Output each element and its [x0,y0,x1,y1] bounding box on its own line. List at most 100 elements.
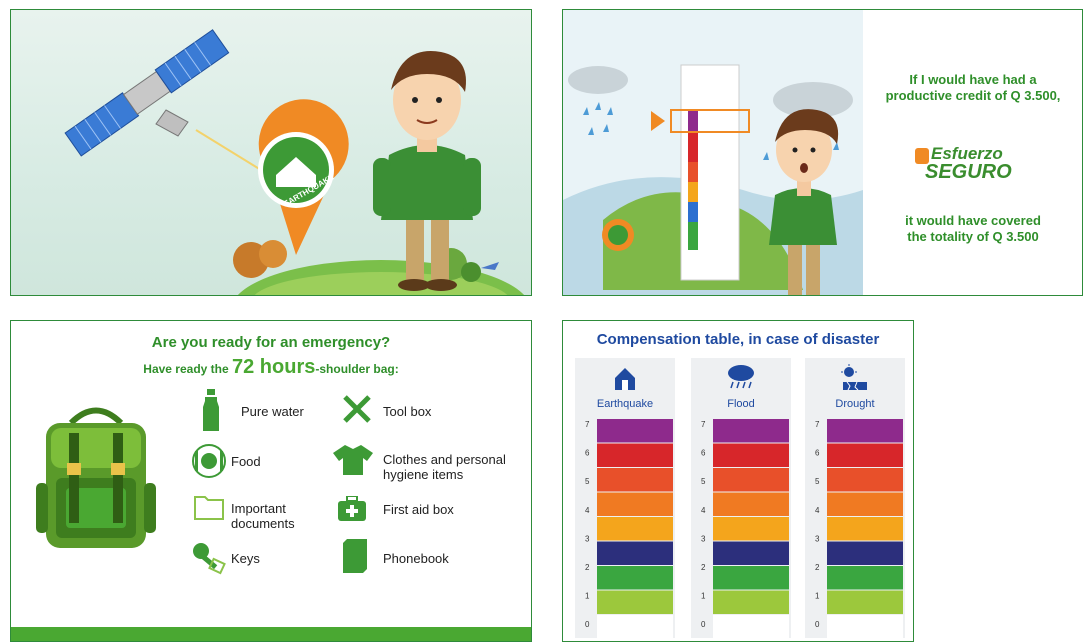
first-aid-icon [338,496,366,521]
scale-band [713,419,789,443]
scale-level-label: 2 [585,563,590,572]
scale-level-label: 3 [701,534,706,543]
scale-band [597,443,673,467]
scale-band [597,590,673,614]
credit-line-3: it would have covered [905,213,1041,228]
kit-item-clothes-line1: Clothes and personal [383,452,506,467]
scale-band [713,468,789,492]
flood-scene [563,10,863,295]
scale-band [597,468,673,492]
food-icon [192,444,226,478]
cloud-icon [568,66,628,94]
shield-lock-icon [915,148,929,164]
kit-item-keys: Keys [231,551,260,566]
scale-band [713,541,789,565]
scale-band [827,590,903,614]
scale-band [827,566,903,590]
compensation-table-panel: Compensation table, in case of disaster … [562,320,914,642]
kit-item-documents: Important documents [231,501,295,531]
kit-item-phonebook: Phonebook [383,551,449,566]
person-illustration [769,109,839,295]
earthquake-illustration-panel: EARTHQUAKE [10,9,532,296]
scale-level-label: 2 [815,563,820,572]
scale-level-label: 0 [701,620,706,629]
scale-band [597,492,673,516]
subtitle-suffix: -shoulder bag: [315,362,399,376]
satellite-icon [64,29,230,157]
column-label-flood: Flood [727,398,755,410]
scale-level-label: 7 [701,420,706,429]
kit-item-tool-box: Tool box [383,404,432,419]
scale-band [827,541,903,565]
brand-logo-bottom: SEGURO [925,161,1012,183]
scale-band [597,566,673,590]
airplane-icon [481,262,499,270]
scale-level-label: 3 [815,534,820,543]
rain-icon [583,102,839,160]
scale-band [597,419,673,443]
scale-level-label: 4 [815,506,820,515]
sun-cracked-ground-icon [841,364,867,391]
scale-band [713,590,789,614]
scale-band [827,443,903,467]
scale-band [827,517,903,541]
compensation-title: Compensation table, in case of disaster [596,331,880,348]
scale-level-label: 1 [585,592,590,601]
kit-item-documents-line2: documents [231,516,295,531]
map-pin-icon [258,99,349,255]
scale-level-label: 4 [701,506,706,515]
scale-band [597,541,673,565]
green-footer-bar [11,627,531,641]
scale-band [713,615,789,639]
column-label-drought: Drought [835,398,875,410]
scale-band [713,443,789,467]
emergency-subtitle: Have ready the 72 hours-shoulder bag: [11,356,531,379]
scale-level-label: 5 [701,477,706,486]
scale-level-label: 4 [585,506,590,515]
scale-level-label: 1 [815,592,820,601]
keys-icon [193,543,226,575]
scale-band [827,468,903,492]
scale-band [827,419,903,443]
brand-logo-top: Esfuerzo [931,144,1003,163]
scale-level-label: 1 [701,592,706,601]
kit-item-documents-line1: Important [231,501,286,516]
kit-item-pure-water: Pure water [241,404,304,419]
emergency-bag-panel: Are you ready for an emergency? Have rea… [10,320,532,642]
bottle-icon [203,389,219,431]
scale-level-label: 6 [815,449,820,458]
scale-band [827,492,903,516]
subtitle-prefix: Have ready the [143,362,232,376]
scale-level-label: 2 [701,563,706,572]
pointer-arrow-icon [651,111,665,131]
emergency-title: Are you ready for an emergency? [151,334,391,351]
scale-level-label: 3 [585,534,590,543]
scale-level-label: 7 [815,420,820,429]
scale-level-label: 6 [585,449,590,458]
scale-level-label: 7 [585,420,590,429]
scale-band [713,517,789,541]
house-icon [615,368,635,390]
column-label-earthquake: Earthquake [596,398,654,410]
person-illustration [373,51,481,291]
scale-level-label: 6 [701,449,706,458]
credit-line-1: If I would have had a [909,72,1037,87]
shirt-icon [333,445,373,475]
scale-band [597,517,673,541]
scale-level-label: 5 [585,477,590,486]
credit-line-4: the totality of Q 3.500 [907,229,1039,244]
kit-item-clothes: Clothes and personal hygiene items [383,452,506,482]
scale-band [597,615,673,639]
backpack-icon [36,407,156,548]
scale-band [713,566,789,590]
credit-message-panel: If I would have had a productive credit … [562,9,1083,296]
kit-item-clothes-line2: hygiene items [383,467,464,482]
kit-item-food: Food [231,454,261,469]
credit-line-2: productive credit of Q 3.500, [885,88,1061,103]
phonebook-icon [343,539,367,573]
tools-icon [343,395,371,423]
scale-level-label: 5 [815,477,820,486]
scale-level-label: 0 [585,620,590,629]
earthquake-scene: EARTHQUAKE [64,29,525,295]
